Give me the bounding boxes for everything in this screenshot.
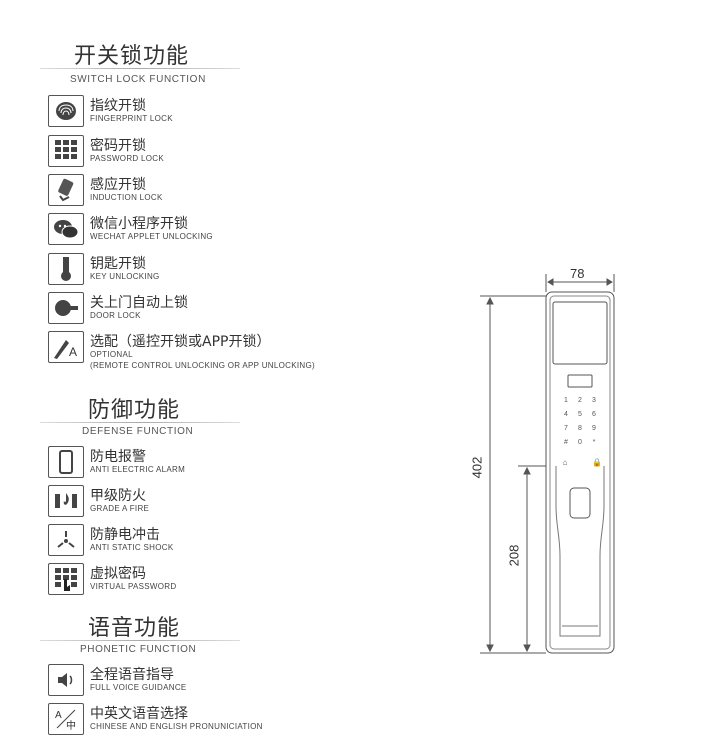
phonetic-title: 语音功能 bbox=[88, 616, 181, 641]
item-sublabel: DOOR LOCK bbox=[90, 311, 141, 320]
fire-icon bbox=[48, 485, 84, 517]
item-label: 微信小程序开锁 bbox=[90, 216, 188, 232]
keypad-icon bbox=[48, 135, 84, 167]
item-sublabel: VIRTUAL PASSWORD bbox=[90, 582, 177, 591]
svg-text:A: A bbox=[55, 710, 62, 721]
keypad-key: # bbox=[564, 439, 568, 446]
item-sublabel: CHINESE AND ENGLISH PRONUNICIATION bbox=[90, 722, 263, 731]
keypad-key: 6 bbox=[592, 411, 596, 418]
keypad-key: 4 bbox=[564, 411, 568, 418]
phonetic-subtitle: PHONETIC FUNCTION bbox=[80, 644, 197, 655]
item-label: 甲级防火 bbox=[90, 488, 146, 504]
item-label: 防电报警 bbox=[90, 449, 146, 465]
keypad-key: 9 bbox=[592, 425, 596, 432]
item-sublabel: OPTIONAL bbox=[90, 350, 133, 359]
width-dimension-label: 78 bbox=[570, 266, 585, 281]
item-label: 密码开锁 bbox=[90, 138, 146, 154]
svg-text:中: 中 bbox=[66, 719, 76, 731]
keypad-key: 2 bbox=[578, 397, 582, 404]
item-label: 钥匙开锁 bbox=[90, 256, 146, 272]
item-label: 选配（遥控开锁或APP开锁） bbox=[90, 334, 271, 350]
static-shock-icon bbox=[48, 524, 84, 556]
item-label: 全程语音指导 bbox=[90, 667, 174, 683]
height-dimension-label: 402 bbox=[469, 456, 485, 479]
defense-subtitle: DEFENSE FUNCTION bbox=[82, 426, 194, 437]
item-label: 感应开锁 bbox=[90, 177, 146, 193]
section-divider bbox=[40, 640, 240, 641]
item-label: 关上门自动上锁 bbox=[90, 295, 188, 311]
keypad-key: 0 bbox=[578, 439, 582, 446]
virtual-keypad-icon bbox=[48, 563, 84, 595]
item-sublabel-detail: (REMOTE CONTROL UNLOCKING OR APP UNLOCKI… bbox=[90, 361, 315, 370]
wechat-icon bbox=[48, 213, 84, 245]
switch-lock-title: 开关锁功能 bbox=[74, 44, 190, 69]
section-divider bbox=[40, 68, 240, 69]
handle-height-dimension-label: 208 bbox=[506, 544, 522, 567]
switch-lock-subtitle: SWITCH LOCK FUNCTION bbox=[70, 74, 206, 85]
item-sublabel: INDUCTION LOCK bbox=[90, 193, 163, 202]
keypad-key: * bbox=[593, 439, 596, 446]
item-sublabel: ANTI ELECTRIC ALARM bbox=[90, 465, 186, 474]
item-sublabel: GRADE A FIRE bbox=[90, 504, 150, 513]
bell-icon: ⌂ bbox=[563, 458, 568, 467]
fingerprint-icon bbox=[48, 95, 84, 127]
language-icon: A 中 bbox=[48, 703, 84, 735]
item-label: 防静电冲击 bbox=[90, 527, 160, 543]
item-sublabel: ANTI STATIC SHOCK bbox=[90, 543, 174, 552]
card-icon bbox=[48, 174, 84, 206]
item-sublabel: FULL VOICE GUIDANCE bbox=[90, 683, 187, 692]
keypad-key: 5 bbox=[578, 411, 582, 418]
keypad-key: 7 bbox=[564, 425, 568, 432]
keypad-key: 1 bbox=[564, 397, 568, 404]
item-sublabel: PASSWORD LOCK bbox=[90, 154, 164, 163]
svg-text:A: A bbox=[69, 345, 77, 359]
lock-icon: 🔒 bbox=[592, 458, 602, 467]
item-label: 中英文语音选择 bbox=[90, 706, 188, 722]
door-lock-icon bbox=[48, 292, 84, 324]
remote-app-icon: A bbox=[48, 331, 84, 363]
speaker-icon bbox=[48, 664, 84, 696]
item-sublabel: FINGERPRINT LOCK bbox=[90, 114, 173, 123]
item-label: 指纹开锁 bbox=[90, 98, 146, 114]
keypad-key: 8 bbox=[578, 425, 582, 432]
item-sublabel: WECHAT APPLET UNLOCKING bbox=[90, 232, 213, 241]
key-icon bbox=[48, 253, 84, 285]
item-label: 虚拟密码 bbox=[90, 566, 146, 582]
item-sublabel: KEY UNLOCKING bbox=[90, 272, 160, 281]
section-divider bbox=[40, 422, 240, 423]
defense-title: 防御功能 bbox=[88, 398, 181, 423]
phone-alarm-icon bbox=[48, 446, 84, 478]
keypad-key: 3 bbox=[592, 397, 596, 404]
